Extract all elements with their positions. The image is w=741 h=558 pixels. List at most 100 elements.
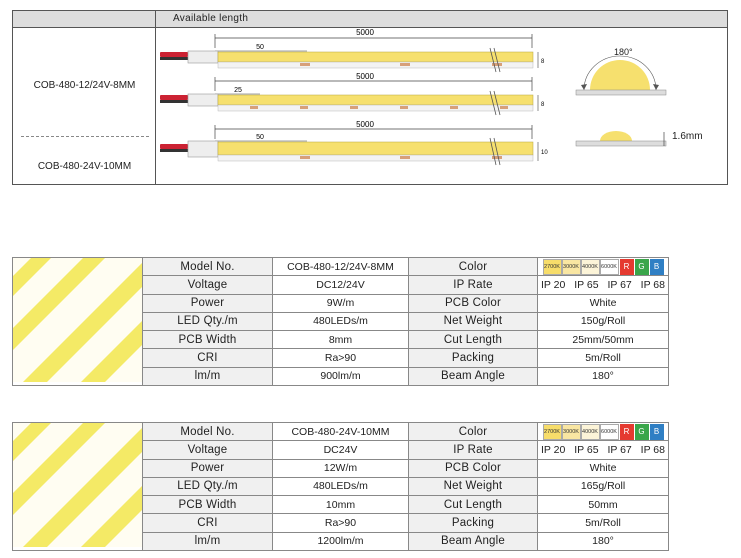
beam-angle-label: 180°: [614, 47, 633, 57]
value-power: 9W/m: [272, 293, 409, 313]
strip-diagram-1: 5000 50 8: [160, 28, 545, 73]
value-model-no: COB-480-24V-10MM: [272, 421, 409, 442]
strip-2-width: 8: [541, 102, 545, 108]
ip-65: IP 65: [574, 443, 599, 456]
label-cut-length: Cut Length: [408, 330, 538, 350]
swatch-2700k: 2700K: [542, 258, 562, 275]
value-pcb-color: White: [537, 458, 669, 478]
value-ip-rate: IP 20 IP 65 IP 67 IP 68: [537, 275, 669, 295]
strip-diagram-3: 5000 50 10: [160, 120, 548, 166]
ip-20: IP 20: [541, 278, 566, 291]
swatch-green: G: [634, 423, 649, 440]
header-blank-cell: [13, 11, 156, 27]
swatch-3000k: 3000K: [561, 423, 581, 440]
value-cri: Ra>90: [272, 348, 409, 368]
label-voltage: Voltage: [142, 440, 273, 460]
label-color: Color: [408, 421, 538, 442]
value-pcb-width: 8mm: [272, 330, 409, 350]
ip-65: IP 65: [574, 278, 599, 291]
ip-68: IP 68: [640, 278, 665, 291]
available-length-label: Available length: [173, 13, 249, 24]
label-power: Power: [142, 458, 273, 478]
strip-diagrams: 5000 50 8 5000 25 8: [160, 28, 667, 166]
swatch-blue: B: [649, 258, 664, 275]
swatch-2700k: 2700K: [542, 423, 562, 440]
value-lm: 1200lm/m: [272, 531, 409, 552]
color-swatches: 2700K 3000K 4000K 6000K R G B: [537, 256, 669, 277]
strip-2-cut: 25: [234, 87, 242, 94]
label-cri: CRI: [142, 513, 273, 533]
value-power: 12W/m: [272, 458, 409, 478]
strip-1-cut: 50: [256, 44, 264, 51]
value-led-qty: 480LEDs/m: [272, 311, 409, 332]
swatch-4000k: 4000K: [580, 258, 600, 275]
model-name-8mm: COB-480-12/24V-8MM: [33, 80, 136, 91]
label-pcb-color: PCB Color: [408, 293, 538, 313]
swatch-4000k: 4000K: [580, 423, 600, 440]
value-pcb-width: 10mm: [272, 495, 409, 515]
spec-table-10mm: Model No. COB-480-24V-10MM Color 2700K 3…: [12, 421, 669, 552]
strip-diagram-2: 5000 25 8: [160, 72, 545, 116]
label-voltage: Voltage: [142, 275, 273, 295]
value-packing: 5m/Roll: [537, 348, 669, 368]
label-color: Color: [408, 256, 538, 277]
label-lm: lm/m: [142, 531, 273, 552]
strip-3-length: 5000: [356, 120, 374, 129]
model-name-10mm: COB-480-24V-10MM: [37, 161, 132, 172]
strip-3-cut: 50: [256, 134, 264, 141]
model-column: COB-480-12/24V-8MM COB-480-24V-10MM: [13, 27, 156, 184]
strip-3-width: 10: [541, 150, 548, 156]
value-ip-rate: IP 20 IP 65 IP 67 IP 68: [537, 440, 669, 460]
value-cri: Ra>90: [272, 513, 409, 533]
label-beam-angle: Beam Angle: [408, 366, 538, 387]
beam-angle-diagram: [575, 55, 667, 96]
color-swatches: 2700K 3000K 4000K 6000K R G B: [537, 421, 669, 442]
product-image-10mm: [12, 422, 143, 551]
thickness-diagram: [575, 131, 667, 147]
label-pcb-width: PCB Width: [142, 330, 273, 350]
label-packing: Packing: [408, 513, 538, 533]
value-lm: 900lm/m: [272, 366, 409, 387]
label-beam-angle: Beam Angle: [408, 531, 538, 552]
label-lm: lm/m: [142, 366, 273, 387]
label-power: Power: [142, 293, 273, 313]
label-led-qty: LED Qty./m: [142, 476, 273, 497]
value-cut-length: 50mm: [537, 495, 669, 515]
swatch-red: R: [619, 258, 634, 275]
value-beam-angle: 180°: [537, 366, 669, 387]
swatch-6000k: 6000K: [599, 258, 619, 275]
value-voltage: DC24V: [272, 440, 409, 460]
label-cut-length: Cut Length: [408, 495, 538, 515]
value-beam-angle: 180°: [537, 531, 669, 552]
ip-68: IP 68: [640, 443, 665, 456]
available-length-panel: Available length COB-480-12/24V-8MM COB-…: [12, 10, 728, 185]
swatch-blue: B: [649, 423, 664, 440]
spec-table-8mm: Model No. COB-480-12/24V-8MM Color 2700K…: [12, 256, 669, 387]
label-net-weight: Net Weight: [408, 311, 538, 332]
label-pcb-color: PCB Color: [408, 458, 538, 478]
panel-header: Available length: [13, 11, 727, 28]
swatch-green: G: [634, 258, 649, 275]
value-net-weight: 165g/Roll: [537, 476, 669, 497]
strip-1-width: 8: [541, 59, 545, 65]
value-net-weight: 150g/Roll: [537, 311, 669, 332]
thickness-label: 1.6mm: [672, 131, 703, 142]
value-voltage: DC12/24V: [272, 275, 409, 295]
label-net-weight: Net Weight: [408, 476, 538, 497]
value-pcb-color: White: [537, 293, 669, 313]
strip-1-length: 5000: [356, 28, 374, 37]
label-led-qty: LED Qty./m: [142, 311, 273, 332]
product-image-8mm: [12, 257, 143, 386]
dashed-divider: [21, 136, 149, 137]
swatch-red: R: [619, 423, 634, 440]
label-model-no: Model No.: [142, 421, 273, 442]
swatch-3000k: 3000K: [561, 258, 581, 275]
value-cut-length: 25mm/50mm: [537, 330, 669, 350]
ip-67: IP 67: [607, 443, 632, 456]
ip-20: IP 20: [541, 443, 566, 456]
label-ip-rate: IP Rate: [408, 440, 538, 460]
label-cri: CRI: [142, 348, 273, 368]
swatch-6000k: 6000K: [599, 423, 619, 440]
strip-2-length: 5000: [356, 72, 374, 81]
label-ip-rate: IP Rate: [408, 275, 538, 295]
